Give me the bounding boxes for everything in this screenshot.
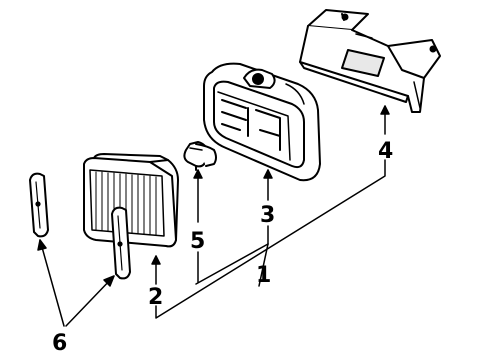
callout-5: 5 bbox=[190, 229, 205, 254]
callout-6: 6 bbox=[52, 331, 67, 356]
trim-strip-left bbox=[29, 172, 49, 238]
callout-1: 1 bbox=[256, 263, 271, 288]
trim-strip-center bbox=[111, 206, 131, 280]
callout-4: 4 bbox=[378, 139, 393, 164]
mounting-bracket bbox=[299, 9, 441, 113]
callout-2: 2 bbox=[148, 285, 163, 310]
leader-lines bbox=[37, 105, 390, 327]
bulb-socket bbox=[183, 141, 217, 171]
lamp-lens bbox=[83, 153, 179, 248]
callout-3: 3 bbox=[260, 203, 275, 228]
lamp-housing bbox=[203, 62, 321, 182]
